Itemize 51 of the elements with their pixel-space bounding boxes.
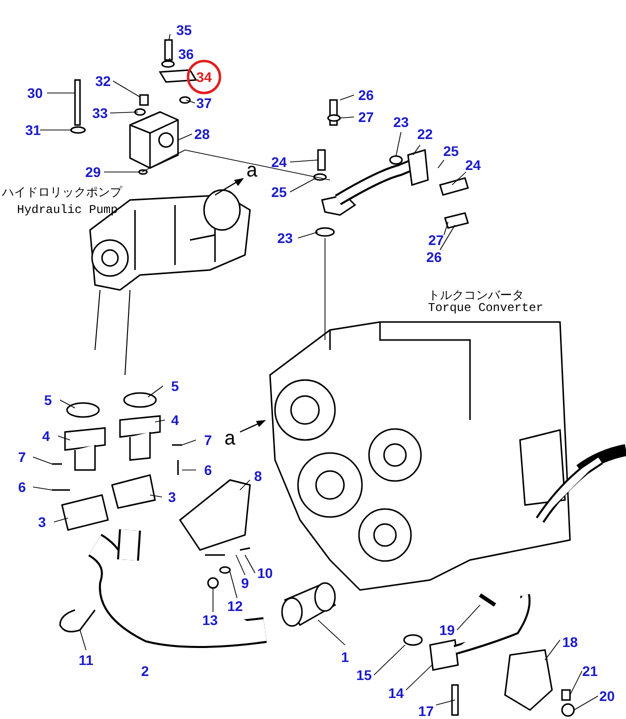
callout-number: 20 <box>599 688 615 704</box>
callout-number: 9 <box>241 575 249 591</box>
callout-number: 35 <box>176 22 192 38</box>
callout-number: 23 <box>393 114 409 130</box>
callout-number: 23 <box>277 230 293 246</box>
callout-number: 4 <box>171 412 179 428</box>
callout-number: 21 <box>582 663 598 679</box>
callout-number: 11 <box>78 652 94 668</box>
callout-number: 28 <box>194 126 210 142</box>
callout-number: 5 <box>44 392 52 408</box>
callout-number: 3 <box>38 514 46 530</box>
callout-number: 36 <box>178 46 194 62</box>
callout-number: 19 <box>439 622 455 638</box>
callout-number: 12 <box>227 598 243 614</box>
callout-number: 33 <box>92 105 108 121</box>
part-label: Torque Converter <box>428 301 544 315</box>
callout-number: 18 <box>562 634 578 650</box>
callout-number: 14 <box>388 685 404 701</box>
callout-number: 6 <box>18 479 26 495</box>
callout-number: 32 <box>95 73 111 89</box>
callout-number: 25 <box>443 143 459 159</box>
callout-number: 7 <box>18 449 26 465</box>
callout-number: 25 <box>271 184 287 200</box>
callout-number: 27 <box>358 109 374 125</box>
callout-number: 3 <box>168 489 176 505</box>
callout-number: 27 <box>428 232 444 248</box>
callout-number: 26 <box>358 87 374 103</box>
callout-number: 13 <box>202 612 218 628</box>
callout-number: 2 <box>141 663 149 679</box>
callout-number: 26 <box>426 249 442 265</box>
callout-number: 17 <box>418 703 434 719</box>
callout-number: 34 <box>196 69 212 85</box>
part-label: ハイドロリックポンプ <box>2 184 122 201</box>
callout-number: 24 <box>271 154 287 170</box>
callout-number: 10 <box>257 565 273 581</box>
callout-number: 29 <box>85 164 101 180</box>
callout-number: 31 <box>25 122 41 138</box>
callout-number: 6 <box>204 462 212 478</box>
callout-number: 30 <box>27 85 43 101</box>
callout-number: 7 <box>204 432 212 448</box>
callout-number: 37 <box>196 95 212 111</box>
callout-number: 24 <box>465 157 481 173</box>
callout-number: 15 <box>356 667 372 683</box>
callout-number: 5 <box>171 378 179 394</box>
callout-number: 1 <box>341 649 349 665</box>
part-label: トルクコンバータ <box>428 288 524 303</box>
callout-number: 22 <box>417 126 433 142</box>
view-marker: a <box>224 428 236 452</box>
view-marker: a <box>246 160 258 184</box>
callout-number: 4 <box>42 428 50 444</box>
callout-number: 8 <box>254 468 262 484</box>
